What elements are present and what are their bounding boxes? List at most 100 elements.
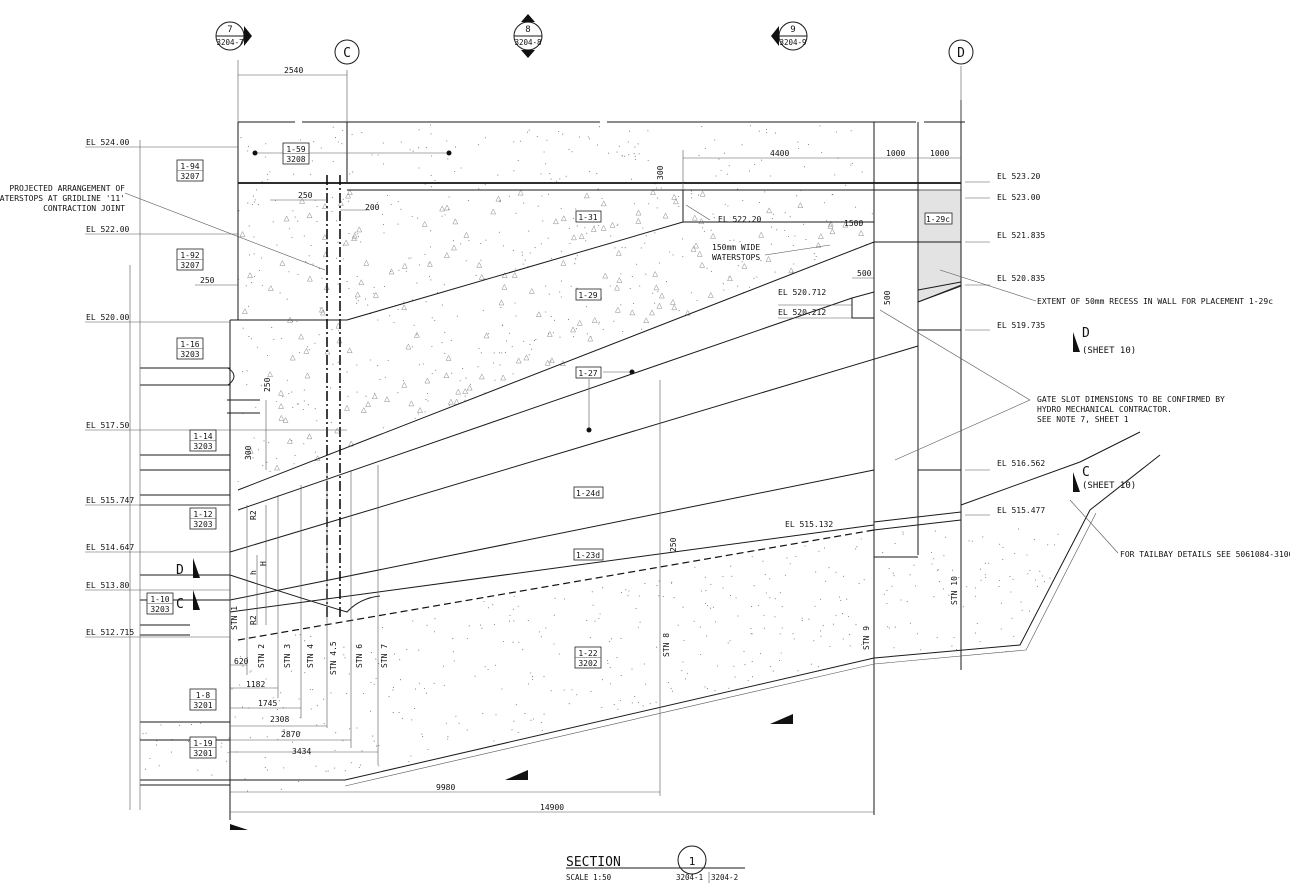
speckle-dot <box>706 605 708 607</box>
speckle-dot <box>818 550 820 552</box>
aggregate-mark <box>635 209 642 216</box>
speckle-dot <box>753 246 755 248</box>
speckle-dot <box>428 275 431 277</box>
speckle-dot <box>356 233 358 235</box>
aggregate-mark <box>643 317 650 324</box>
speckle-dot <box>1021 609 1023 611</box>
speckle-dot <box>257 449 259 451</box>
speckle-dot <box>266 769 268 771</box>
speckle-dot <box>819 598 822 600</box>
aggregate-mark <box>629 309 636 316</box>
speckle-dot <box>948 594 950 596</box>
aggregate-mark <box>478 273 485 280</box>
speckle-dot <box>882 552 884 554</box>
speckle-dot <box>424 253 426 255</box>
speckle-dot <box>272 221 274 223</box>
speckle-dot <box>410 257 412 259</box>
speckle-dot <box>576 225 578 227</box>
speckle-dot <box>431 345 433 348</box>
aggregate-mark <box>650 189 656 195</box>
speckle-dot <box>968 540 970 542</box>
speckle-dot <box>808 618 810 620</box>
speckle-dot <box>528 129 530 131</box>
el-512-715: EL 512.715 <box>86 628 134 637</box>
aggregate-mark <box>842 221 849 228</box>
speckle-dot <box>398 269 400 271</box>
aggregate-mark <box>501 272 508 278</box>
speckle-dot <box>863 579 865 581</box>
speckle-dot <box>361 750 363 752</box>
aggregate-mark <box>344 404 350 411</box>
aggregate-mark <box>278 389 284 396</box>
note-recess: EXTENT OF 50mm RECESS IN WALL FOR PLACEM… <box>1037 297 1273 306</box>
speckle-dot <box>543 151 545 153</box>
speckle-dot <box>847 615 849 618</box>
aggregate-mark <box>614 284 620 291</box>
aggregate-mark <box>511 271 518 278</box>
speckle-dot <box>942 588 945 590</box>
speckle-dot <box>1043 581 1046 583</box>
svg-text:1-10: 1-10 <box>150 595 169 604</box>
speckle-dot <box>493 352 495 354</box>
sheet-ref-9-ref: 3204-9 <box>779 38 806 47</box>
speckle-dot <box>304 672 306 674</box>
speckle-dot <box>470 383 472 385</box>
speckle-dot <box>296 403 299 405</box>
speckle-dot <box>429 124 432 126</box>
speckle-dot <box>894 626 896 628</box>
speckle-dot <box>850 164 852 166</box>
speckle-dot <box>594 620 596 622</box>
grid-centrelines <box>237 60 962 620</box>
speckle-dot <box>893 575 895 577</box>
speckle-dot <box>337 241 339 243</box>
speckle-dot <box>267 178 269 181</box>
aggregate-mark <box>289 354 296 361</box>
speckle-dot <box>464 399 466 401</box>
pour-tag-1-19: 1-19 3201 <box>189 736 217 759</box>
speckle-dot <box>445 722 447 724</box>
speckle-dot <box>299 351 301 353</box>
note-gate-2: HYDRO MECHANICAL CONTRACTOR. <box>1037 405 1172 414</box>
aggregate-mark <box>690 245 697 252</box>
aggregate-mark <box>443 252 450 258</box>
speckle-dot <box>645 273 647 275</box>
speckle-dot <box>269 171 271 173</box>
notes: PROJECTED ARRANGEMENT OF WATERSTOPS AT G… <box>0 184 1290 559</box>
speckle-dot <box>249 737 251 739</box>
pour-tag-1-59: 1-59 3208 <box>282 142 310 165</box>
aggregate-mark <box>279 259 286 266</box>
dim-3434: 3434 <box>292 747 311 756</box>
speckle-dot <box>517 160 519 162</box>
speckle-dot <box>365 395 367 397</box>
speckle-dot <box>492 604 494 606</box>
speckle-dot <box>891 585 893 587</box>
aggregate-mark <box>699 261 706 268</box>
speckle-dot <box>584 227 586 229</box>
dim-4400: 4400 <box>770 149 789 158</box>
aggregate-mark <box>649 309 655 316</box>
speckle-dot <box>282 396 284 398</box>
aggregate-mark <box>267 371 273 377</box>
speckle-dot <box>813 640 815 642</box>
speckle-dot <box>861 644 863 646</box>
speckle-dot <box>418 649 420 651</box>
aggregate-mark <box>600 200 607 207</box>
sheet-ref-9[interactable]: 9 3204-9 <box>771 21 808 51</box>
speckle-dot <box>1026 554 1028 556</box>
dim-300-v: 300 <box>244 445 253 460</box>
speckle-dot <box>558 653 560 655</box>
sheet-ref-7[interactable]: 7 3204-7 <box>215 21 252 51</box>
speckle-dot <box>248 225 250 227</box>
speckle-dot <box>645 235 647 237</box>
speckle-dot <box>220 746 222 748</box>
speckle-dot <box>330 692 332 694</box>
speckle-dot <box>455 146 457 148</box>
speckle-dot <box>631 702 633 704</box>
sheet-ref-8[interactable]: 8 3204-8 <box>513 14 543 58</box>
speckle-dot <box>266 736 268 738</box>
svg-text:1-8: 1-8 <box>196 691 211 700</box>
speckle-dot <box>248 254 251 256</box>
aggregate-mark <box>696 250 703 257</box>
speckle-dot <box>737 265 739 267</box>
aggregate-mark <box>535 311 542 318</box>
